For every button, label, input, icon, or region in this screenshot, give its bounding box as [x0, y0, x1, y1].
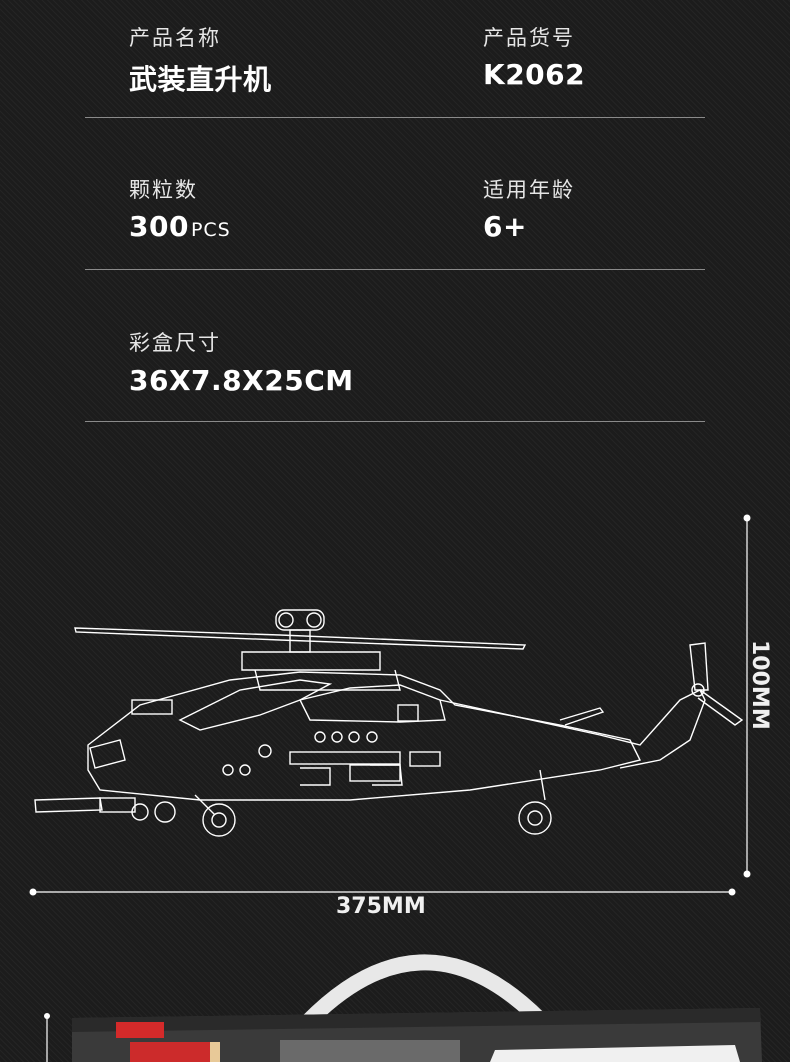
- height-dimension-text: 100MM: [747, 640, 772, 730]
- piece-count-value: 300: [129, 210, 189, 243]
- age-value: 6+: [483, 210, 527, 243]
- product-name-label: 产品名称: [129, 26, 221, 50]
- front-wheel: [202, 803, 236, 837]
- piece-count-unit: PCS: [190, 219, 231, 241]
- box-size-label: 彩盒尺寸: [129, 331, 221, 355]
- fuselage: [87, 671, 642, 801]
- product-name-value: 武装直升机: [129, 63, 272, 96]
- item-number-value: K2062: [483, 58, 586, 91]
- nose-gun: [34, 797, 103, 813]
- height-dim-dot-bottom: [743, 870, 751, 878]
- box-handle: [294, 954, 546, 1036]
- dimension-lines: [33, 518, 748, 1062]
- width-dimension-label: 375MM: [336, 894, 426, 919]
- piece-count-label: 颗粒数: [129, 178, 198, 202]
- product-box: [72, 954, 762, 1062]
- spec-row-3: 彩盒尺寸 36X7.8X25CM: [85, 269, 705, 422]
- rear-wheel: [518, 801, 552, 835]
- width-dim-dot-left: [29, 888, 37, 896]
- spec-row-1: 产品名称 武装直升机 产品货号 K2062: [85, 0, 705, 118]
- age-label: 适用年龄: [483, 178, 575, 202]
- height-dimension-label: 100MM: [736, 640, 782, 750]
- main-rotor-blade: [74, 627, 527, 650]
- height-dim-dot-top: [743, 514, 751, 522]
- item-number-label: 产品货号: [483, 26, 575, 50]
- width-dim-dot-right: [728, 888, 736, 896]
- helicopter-outline: [34, 609, 744, 837]
- box-size-value: 36X7.8X25CM: [129, 364, 354, 397]
